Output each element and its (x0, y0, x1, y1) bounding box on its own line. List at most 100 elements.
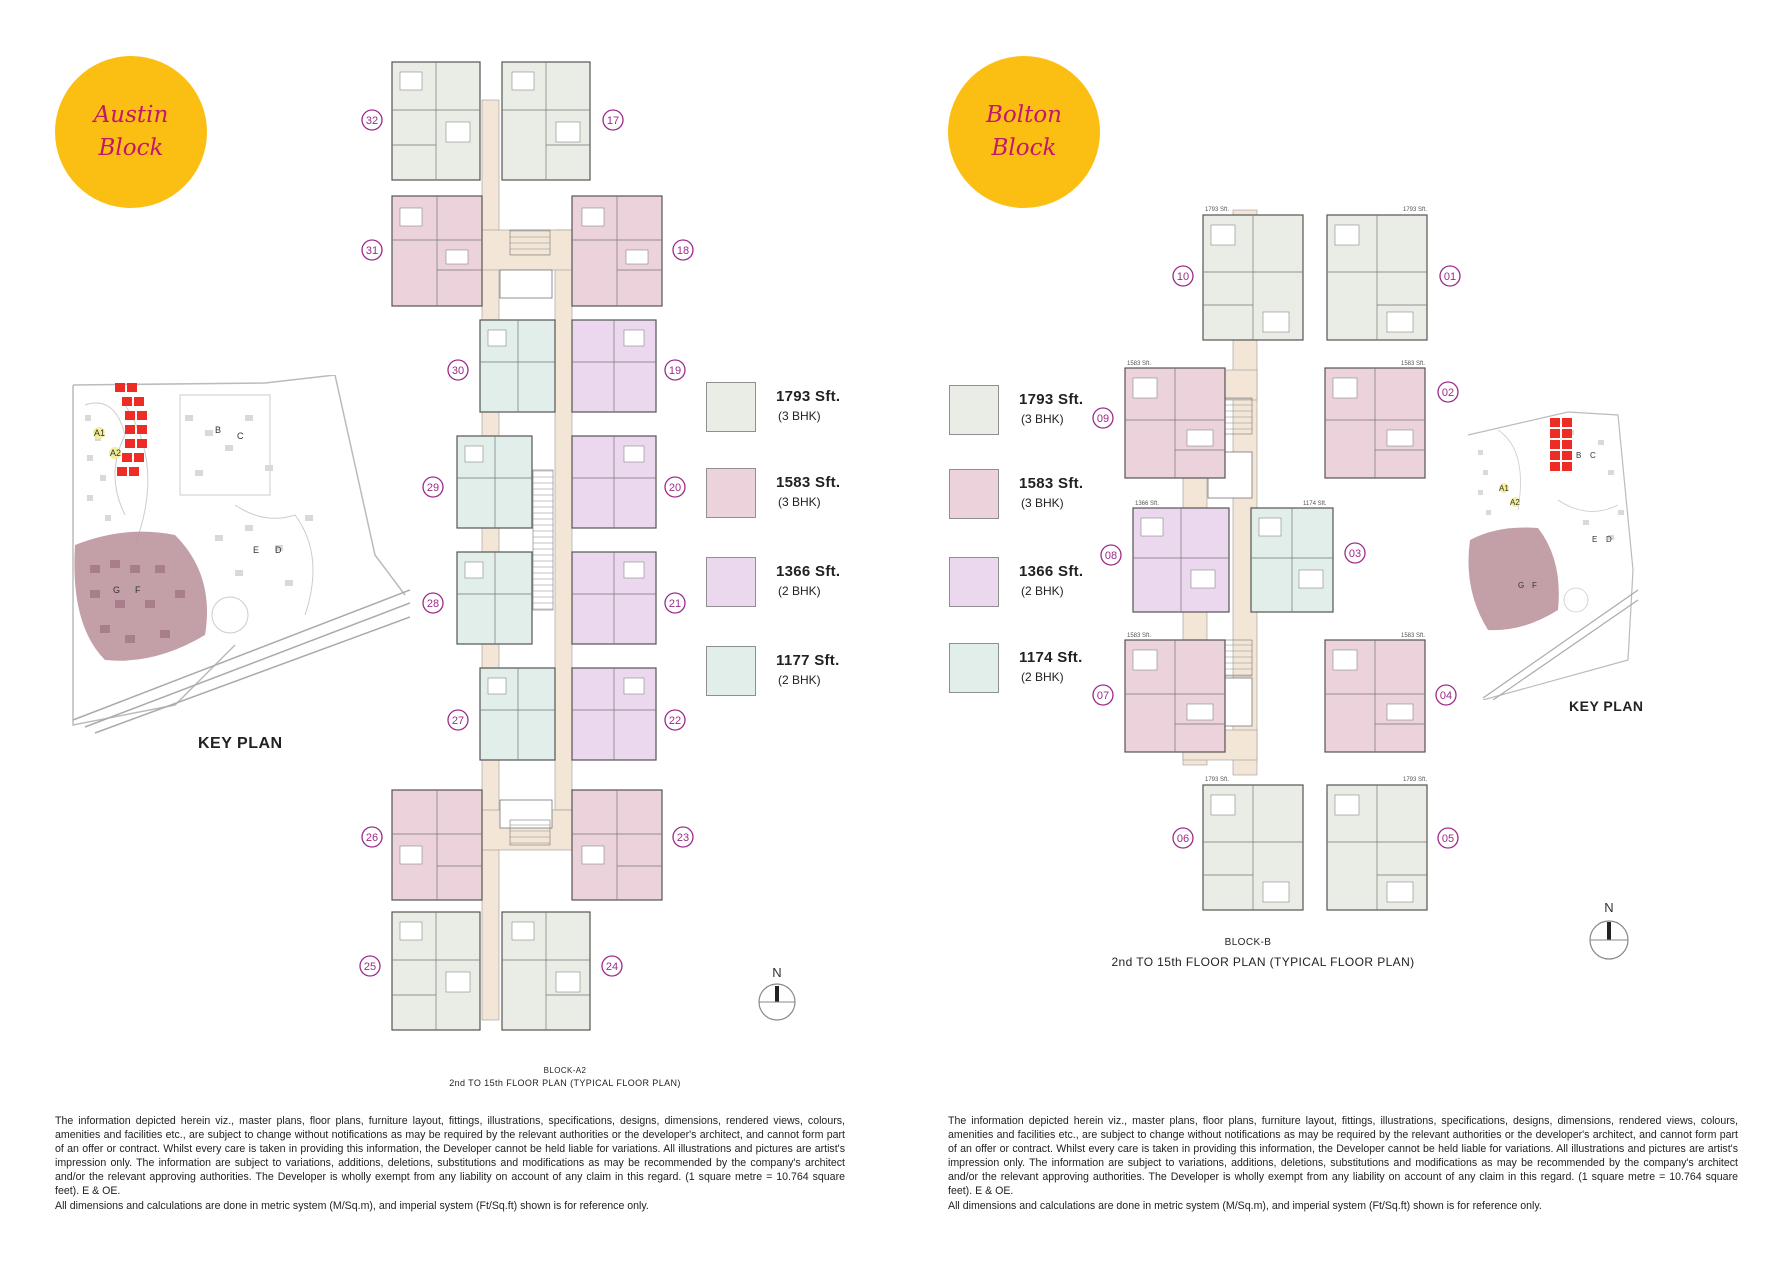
bolton-unit-area-tag: 1793 Sft. (1205, 777, 1229, 783)
legend-swatch (949, 469, 999, 519)
legend-item: 1793 Sft. (3 BHK) (949, 385, 1109, 437)
bolton-unit-area-tag: 1583 Sft. (1127, 361, 1151, 367)
bolton-key-tag-g: G (1518, 581, 1524, 590)
austin-key-tag-a1: A1 (94, 428, 105, 438)
austin-key-tag-e: E (253, 545, 259, 555)
austin-unit-number: 20 (669, 482, 681, 494)
bolton-unit-number: 08 (1105, 550, 1117, 562)
bolton-unit-area-tag: 1174 Sft. (1303, 501, 1327, 507)
legend-item: 1583 Sft. (3 BHK) (949, 469, 1109, 521)
bolton-badge-line2: Block (991, 135, 1057, 161)
austin-unit-number: 32 (366, 115, 378, 127)
austin-block-label: BLOCK-A2 (543, 1066, 587, 1075)
legend-type: (3 BHK) (1021, 496, 1064, 510)
legend-size: 1174 Sft. (1019, 649, 1083, 666)
austin-unit-number: 26 (366, 832, 378, 844)
bolton-room-partitions (1125, 215, 1427, 910)
austin-badge-line1: Austin (93, 102, 169, 128)
legend-swatch (949, 557, 999, 607)
legend-type: (2 BHK) (778, 673, 821, 687)
legend-item: 1583 Sft. (3 BHK) (706, 468, 866, 520)
legend-size: 1366 Sft. (1019, 563, 1084, 580)
legend-item: 1366 Sft. (2 BHK) (949, 557, 1109, 609)
bolton-unit-number: 02 (1442, 387, 1454, 399)
bolton-unit-number: 10 (1177, 271, 1189, 283)
legend-size: 1583 Sft. (776, 474, 841, 491)
austin-key-tag-g: G (113, 585, 120, 595)
bolton-compass-label: N (1604, 900, 1613, 915)
austin-key-tag-a2: A2 (110, 448, 121, 458)
legend-swatch (949, 643, 999, 693)
austin-room-partitions (392, 62, 662, 1030)
bolton-floor-plan-caption: 2nd TO 15th FLOOR PLAN (TYPICAL FLOOR PL… (1111, 955, 1415, 969)
austin-unit-number: 18 (677, 245, 689, 257)
bolton-unit-number: 04 (1440, 690, 1452, 702)
austin-unit-number: 29 (427, 482, 439, 494)
bolton-disclaimer-note: All dimensions and calculations are done… (948, 1199, 1542, 1212)
legend-swatch (706, 382, 756, 432)
bolton-disclaimer: The information depicted herein viz., ma… (948, 1114, 1738, 1213)
legend-swatch (949, 385, 999, 435)
legend-item: 1177 Sft. (2 BHK) (706, 646, 866, 698)
legend-size: 1583 Sft. (1019, 475, 1084, 492)
bolton-unit-area-tag: 1583 Sft. (1401, 633, 1425, 639)
north-compass-icon: N (758, 966, 796, 1021)
legend-swatch (706, 557, 756, 607)
austin-key-tag-f: F (135, 585, 141, 595)
austin-floor-plan-caption: 2nd TO 15th FLOOR PLAN (TYPICAL FLOOR PL… (449, 1078, 681, 1088)
bolton-key-plan-label: KEY PLAN (1569, 698, 1644, 714)
bolton-key-tag-c: C (1590, 451, 1596, 460)
legend-size: 1793 Sft. (1019, 391, 1084, 408)
bolton-disclaimer-text: The information depicted herein viz., ma… (948, 1115, 1738, 1198)
bolton-unit-area-tag: 1793 Sft. (1403, 777, 1427, 783)
bolton-unit-number-circles (1092, 265, 1461, 849)
bolton-badge-line1: Bolton (985, 102, 1062, 128)
bolton-furniture (1132, 224, 1414, 903)
legend-type: (3 BHK) (1021, 412, 1064, 426)
austin-unit-number: 30 (452, 365, 464, 377)
bolton-floor-plan: 1793 Sft. 1793 Sft. 1583 Sft. 1583 Sft. … (1092, 207, 1461, 911)
bolton-unit-area-tag: 1583 Sft. (1127, 633, 1151, 639)
austin-key-plan-label: KEY PLAN (198, 735, 283, 752)
austin-block-panel: Austin Block (55, 56, 866, 1213)
bolton-key-tag-d: D (1606, 535, 1612, 544)
austin-key-tag-b: B (215, 425, 221, 435)
bolton-unit-number: 09 (1097, 413, 1109, 425)
legend-item: 1366 Sft. (2 BHK) (706, 557, 866, 609)
bolton-block-badge: Bolton Block (948, 56, 1100, 208)
austin-unit-number: 24 (606, 961, 618, 973)
legend-type: (2 BHK) (778, 584, 821, 598)
austin-unit-number: 27 (452, 715, 464, 727)
bolton-block-label: BLOCK-B (1224, 937, 1272, 948)
austin-unit-number: 22 (669, 715, 681, 727)
bolton-unit-area-tag: 1583 Sft. (1401, 361, 1425, 367)
austin-key-plan-map: A1 A2 B C D E F G (72, 375, 410, 734)
austin-unit-number: 19 (669, 365, 681, 377)
bolton-key-tag-e: E (1592, 535, 1597, 544)
austin-floor-plan (391, 61, 663, 1031)
austin-disclaimer-note: All dimensions and calculations are done… (55, 1199, 649, 1212)
austin-unit-number: 25 (364, 961, 376, 973)
austin-disclaimer-text: The information depicted herein viz., ma… (55, 1115, 845, 1198)
bolton-key-tag-f: F (1532, 581, 1537, 590)
legend-type: (3 BHK) (778, 495, 821, 509)
bolton-unit-number: 03 (1349, 548, 1361, 560)
austin-key-tag-c: C (237, 431, 244, 441)
austin-unit-number: 17 (607, 115, 619, 127)
austin-badge-line2: Block (98, 135, 164, 161)
legend-type: (2 BHK) (1021, 584, 1064, 598)
legend-item: 1174 Sft. (2 BHK) (949, 643, 1109, 695)
legend-type: (3 BHK) (778, 409, 821, 423)
north-compass-icon: N (1589, 900, 1629, 960)
bolton-unit-number: 01 (1444, 271, 1456, 283)
bolton-unit-area-tag: 1793 Sft. (1403, 207, 1427, 213)
legend-size: 1793 Sft. (776, 388, 841, 405)
legend-type: (2 BHK) (1021, 670, 1064, 684)
austin-disclaimer: The information depicted herein viz., ma… (55, 1114, 845, 1213)
austin-key-tag-d: D (275, 545, 282, 555)
legend-swatch (706, 468, 756, 518)
austin-compass-label: N (772, 966, 781, 980)
bolton-unit-number: 07 (1097, 690, 1109, 702)
bolton-key-plan-map: A1 A2 B C D E F G (1467, 411, 1638, 700)
bolton-key-tag-a2: A2 (1510, 498, 1520, 507)
